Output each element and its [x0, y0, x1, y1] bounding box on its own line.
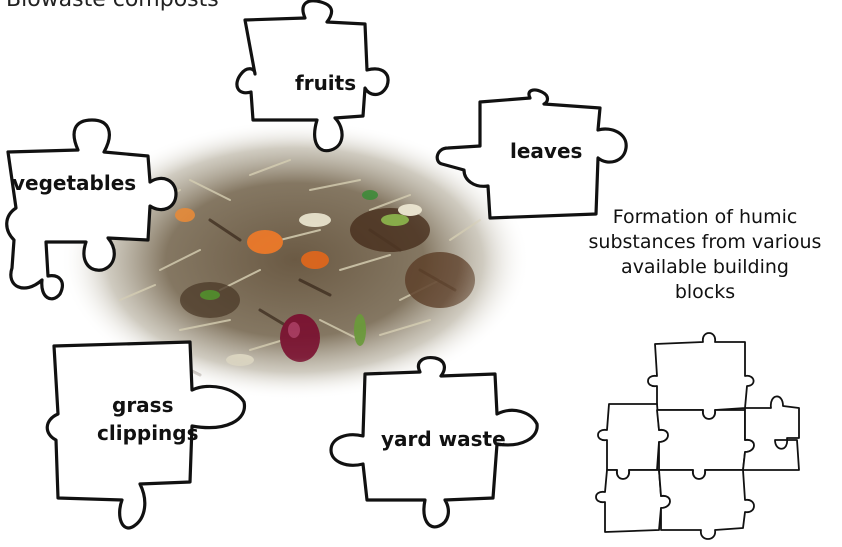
- assembled-puzzle-piece: [659, 470, 754, 539]
- piece-label: yard waste: [381, 427, 506, 451]
- caption-line: available building: [570, 255, 840, 280]
- puzzle-piece-vegetables: vegetables: [0, 110, 180, 330]
- assembled-puzzle-piece: [657, 410, 754, 479]
- humic-formation-caption: Formation of humic substances from vario…: [570, 205, 840, 305]
- piece-label-line: yard waste: [381, 427, 506, 451]
- piece-label-line: grass: [112, 393, 173, 417]
- piece-label-line: leaves: [510, 139, 582, 163]
- page-title: Biowaste composts: [6, 0, 219, 13]
- caption-line: Formation of humic: [570, 205, 840, 230]
- assembled-puzzle-piece: [648, 333, 754, 419]
- piece-label: fruits: [295, 71, 356, 95]
- piece-label: leaves: [510, 139, 582, 163]
- puzzle-piece-grass-clippings: grass clippings: [40, 330, 265, 547]
- assembled-puzzle-piece: [743, 396, 799, 470]
- piece-label: vegetables: [12, 171, 136, 195]
- puzzle-piece-fruits: fruits: [235, 0, 395, 165]
- caption-line: blocks: [570, 280, 840, 305]
- piece-label-line: clippings: [97, 421, 199, 445]
- assembled-puzzle-icon: [585, 330, 810, 545]
- caption-line: substances from various: [570, 230, 840, 255]
- piece-label-line: vegetables: [12, 171, 136, 195]
- puzzle-piece-yard-waste: yard waste: [325, 360, 555, 535]
- puzzle-piece-outline: [7, 120, 176, 299]
- piece-label-line: fruits: [295, 71, 356, 95]
